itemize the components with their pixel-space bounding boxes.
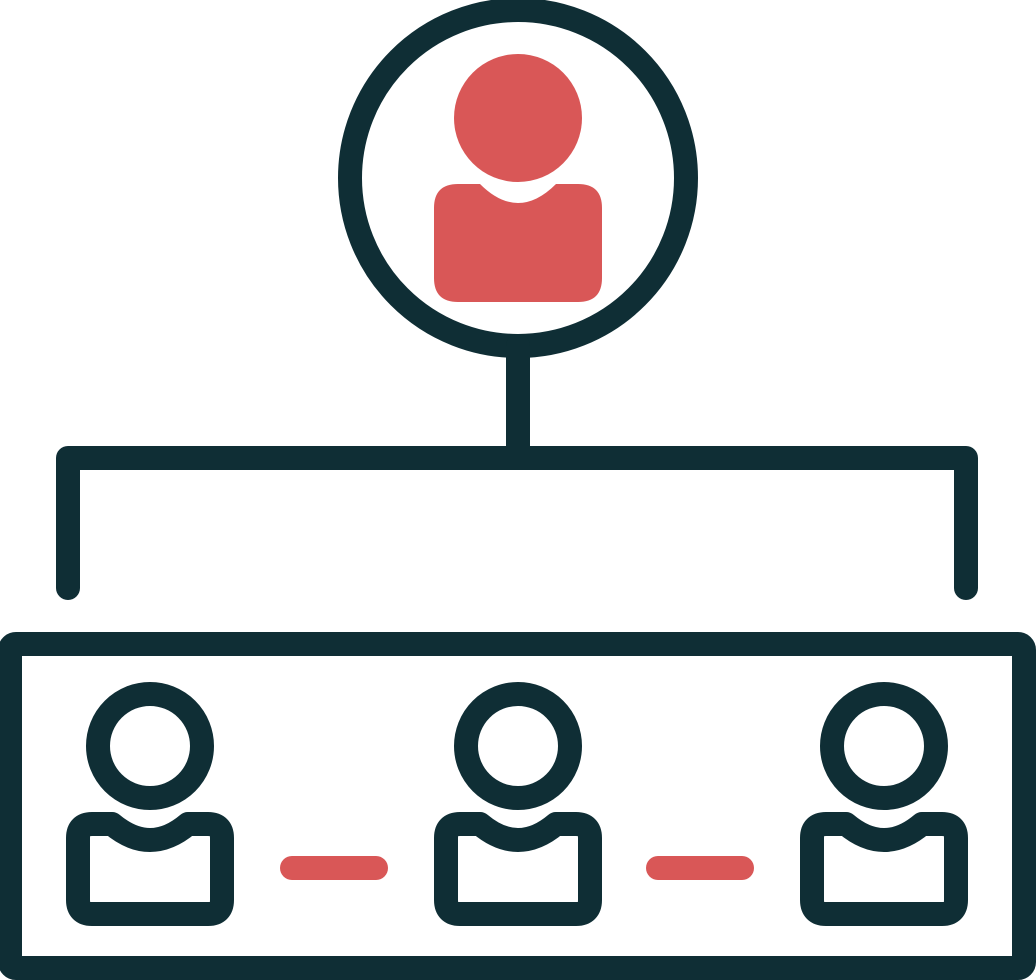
team-box xyxy=(0,632,1036,980)
leader-body xyxy=(434,184,602,302)
member-body xyxy=(66,812,234,926)
member-person-icon-1 xyxy=(66,682,234,926)
member-head xyxy=(86,682,214,810)
member-head xyxy=(820,682,948,810)
leader-node xyxy=(338,0,698,358)
member-body xyxy=(800,812,968,926)
member-person-icon-2 xyxy=(434,682,602,926)
member-body xyxy=(434,812,602,926)
connector-lines xyxy=(56,334,978,600)
leader-person-icon xyxy=(434,54,602,302)
member-person-icon-3 xyxy=(800,682,968,926)
leader-head xyxy=(454,54,582,182)
branch-bracket xyxy=(56,446,978,600)
member-head xyxy=(454,682,582,810)
